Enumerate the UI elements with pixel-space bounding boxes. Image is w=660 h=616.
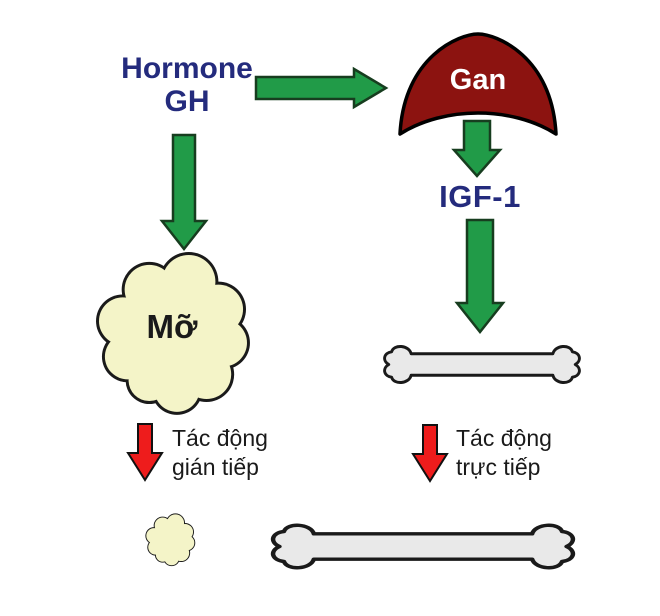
fat-label: Mỡ xyxy=(146,308,198,345)
liver-shape xyxy=(398,32,558,136)
small-fat-blob-shape xyxy=(145,513,196,567)
arrow-gan-to-igf1-icon xyxy=(451,119,503,178)
hormone-gh-line2: GH xyxy=(164,85,210,118)
arrow-igf1-to-bone-icon xyxy=(454,218,506,335)
indirect-caption-line1: Tác động xyxy=(172,425,268,451)
bone-shape xyxy=(383,345,581,384)
liver-label: Gan xyxy=(449,64,507,96)
hormone-gh-label: Hormone GH xyxy=(102,52,272,118)
direct-effect-arrow-icon xyxy=(411,424,449,483)
arrow-gh-to-gan-icon xyxy=(254,66,389,110)
direct-effect-caption: Tác động trực tiếp xyxy=(456,424,552,482)
direct-caption-line1: Tác động xyxy=(456,425,552,451)
igf1-label: IGF-1 xyxy=(439,179,521,214)
long-bone-shape xyxy=(266,520,580,573)
indirect-effect-caption: Tác động gián tiếp xyxy=(172,424,268,482)
indirect-effect-arrow-icon xyxy=(126,423,164,482)
direct-caption-line2: trực tiếp xyxy=(456,454,541,480)
arrow-gh-to-fat-icon xyxy=(159,133,209,252)
hormone-gh-line1: Hormone xyxy=(121,52,253,85)
indirect-caption-line2: gián tiếp xyxy=(172,454,259,480)
